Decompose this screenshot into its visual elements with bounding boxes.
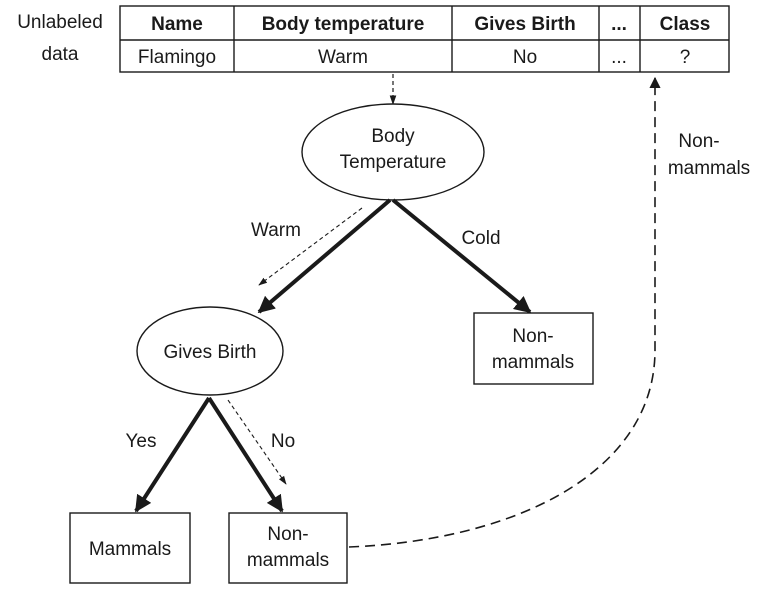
- edge-label-no: No: [271, 431, 295, 452]
- leaf-non-mammals-line1: Non-: [267, 524, 308, 545]
- unlabeled-label: Unlabeled: [17, 12, 103, 33]
- leaf-non-mammals: Non- mammals: [228, 512, 348, 584]
- leaf-cold-non-mammals: Non- mammals: [473, 312, 594, 385]
- edge-label-yes: Yes: [126, 431, 157, 452]
- header-ellipsis: ...: [611, 14, 627, 35]
- leaf-non-mammals-line2: mammals: [247, 550, 329, 571]
- edge-yes: [134, 396, 211, 513]
- leaf-mammals-label: Mammals: [89, 539, 171, 560]
- edge-label-cold: Cold: [461, 228, 500, 249]
- leaf-cold-line2: mammals: [492, 352, 574, 373]
- edge-warm: [257, 198, 392, 314]
- header-name: Name: [151, 14, 203, 35]
- edge-label-warm: Warm: [251, 220, 301, 241]
- leaf-mammals: Mammals: [69, 512, 191, 584]
- cell-ellipsis: ...: [611, 47, 627, 68]
- cell-name: Flamingo: [138, 47, 216, 68]
- unlabeled-data-table: Name Body temperature Gives Birth ... Cl…: [119, 5, 730, 73]
- header-gives-birth: Gives Birth: [474, 14, 575, 35]
- data-label: data: [42, 44, 79, 65]
- node-gives-birth-label: Gives Birth: [164, 342, 257, 363]
- header-body-temperature: Body temperature: [262, 14, 425, 35]
- traversal-path-no: [227, 399, 287, 485]
- leaf-cold-line1: Non-: [512, 326, 553, 347]
- header-class: Class: [660, 14, 711, 35]
- result-label-line2: mammals: [668, 158, 750, 179]
- cell-body-temperature: Warm: [318, 47, 368, 68]
- cell-gives-birth: No: [513, 47, 537, 68]
- node-gives-birth: Gives Birth: [136, 306, 284, 396]
- root-node-body-temperature: Body Temperature: [301, 103, 485, 201]
- result-label-line1: Non-: [678, 131, 719, 152]
- cell-class: ?: [680, 47, 691, 68]
- result-return-arrow: [348, 76, 661, 548]
- traversal-path-warm: [258, 207, 363, 286]
- root-node-line2: Temperature: [340, 152, 447, 173]
- root-node-line1: Body: [371, 126, 415, 147]
- edge-cold: [391, 198, 532, 314]
- edge-no: [207, 396, 284, 513]
